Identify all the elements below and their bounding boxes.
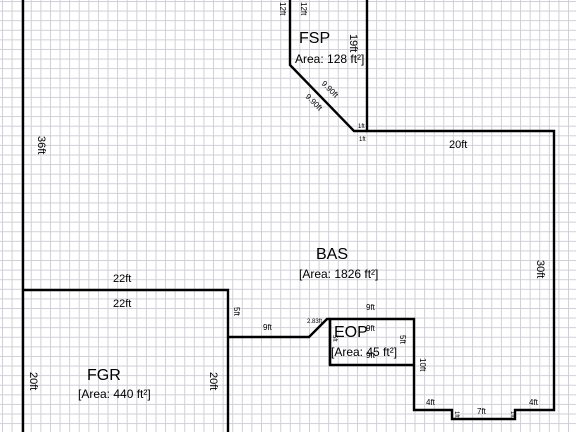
- dim-fgr-left: 20ft: [27, 372, 39, 390]
- dim-bottom-7ft: 7ft: [477, 407, 487, 416]
- dim-right-wall: 30ft: [534, 260, 546, 278]
- fsp-outline: [288, 0, 367, 133]
- dim-left-wall: 36ft: [35, 136, 47, 154]
- dim-fsp-top-right: 12ft: [299, 2, 308, 16]
- dim-fsp-top-left: 12ft: [278, 2, 287, 16]
- dim-eop-right: 5ft: [398, 335, 407, 345]
- eop-area: [Area: 45 ft²]: [331, 345, 397, 359]
- dim-eop-bottom: 9ft: [366, 351, 376, 360]
- dim-step-5ft: 5ft: [232, 307, 241, 317]
- fsp-area: Area: 128 ft²]: [295, 52, 364, 66]
- bas-area: [Area: 1826 ft²]: [299, 267, 378, 281]
- dim-fsp-diag-outer: 9.90ft: [320, 79, 341, 100]
- dim-fgr-right: 20ft: [207, 372, 219, 390]
- dim-fsp-corner: 1ft: [358, 124, 365, 130]
- dim-bottom-4ft-left: 4ft: [426, 398, 436, 407]
- dim-fsp-right: 19ft: [347, 34, 359, 52]
- eop-name: EOP: [334, 324, 368, 341]
- dim-bottom-9ft: 9ft: [263, 323, 273, 332]
- dim-eop-top: 9ft: [366, 303, 376, 312]
- dim-fsp-diag-inner: 9.90ft: [304, 92, 325, 113]
- dim-fsp-corner-right: 1ft: [359, 137, 366, 143]
- dim-right-drop-10ft: 10ft: [418, 358, 427, 372]
- dim-diag-2-83ft: 2.83ft: [307, 319, 322, 325]
- bas-name: BAS: [316, 246, 348, 263]
- dim-fgr-top-outer: 22ft: [113, 273, 131, 285]
- fgr-name: FGR: [87, 367, 121, 384]
- fgr-area: [Area: 440 ft²]: [78, 387, 151, 401]
- dim-bottom-4ft-right: 4ft: [529, 398, 539, 407]
- dim-notch-left: 1ft: [453, 411, 459, 418]
- dim-top-right: 20ft: [449, 139, 467, 151]
- dim-fgr-top-inner: 22ft: [113, 298, 131, 310]
- fgr-outline: [23, 288, 230, 432]
- bas-bottom-step: [228, 317, 330, 339]
- fsp-name: FSP: [299, 30, 330, 47]
- dim-notch-right: 1ft: [509, 411, 515, 418]
- dim-eop-left: 5ft: [331, 335, 337, 342]
- dim-eop-inner-top: 9ft: [366, 324, 376, 333]
